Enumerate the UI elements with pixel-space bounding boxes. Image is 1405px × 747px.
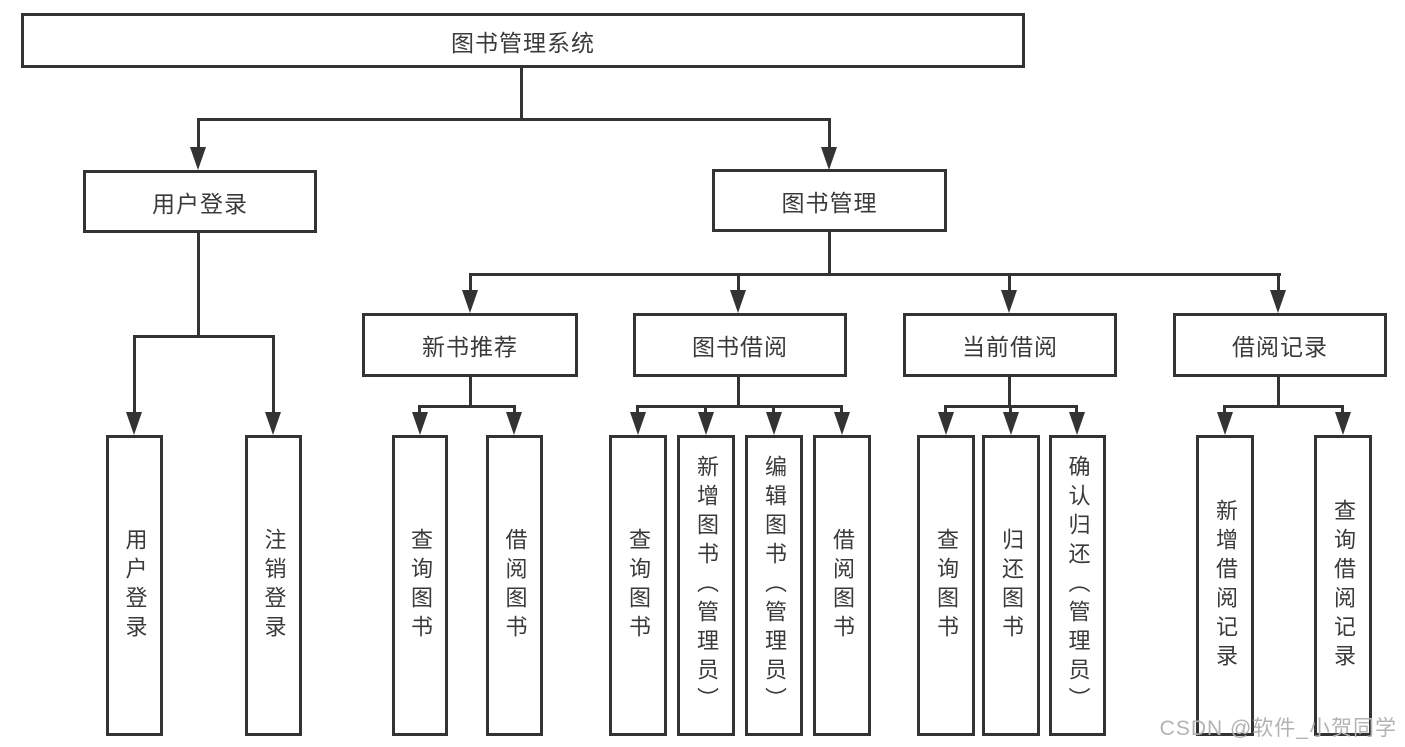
arrowhead-cb-search: [938, 412, 954, 435]
connector-shaft-nb-borrow: [513, 405, 516, 415]
leaf-bb-borrow-books-label: 借阅图书: [830, 527, 855, 644]
leaf-cb-confirm-return-admin: 确认归还（管理员）: [1049, 435, 1106, 736]
connector-shaft-bb-edit: [772, 405, 775, 415]
node-book-borrow-label: 图书借阅: [692, 334, 788, 360]
arrowhead-nb-borrow: [506, 412, 522, 435]
node-root: 图书管理系统: [21, 13, 1025, 68]
connector-shaft-nb-search: [418, 405, 421, 415]
connector-br-stub: [1277, 377, 1280, 408]
connector-shaft-bb-add: [704, 405, 707, 415]
leaf-bb-borrow-books: 借阅图书: [813, 435, 871, 736]
connector-shaft-bb-search: [636, 405, 639, 415]
node-new-book-recommend: 新书推荐: [362, 313, 578, 377]
leaf-bb-add-books-admin: 新增图书（管理员）: [677, 435, 735, 736]
connector-bb-horizontal: [636, 405, 843, 408]
connector-level3-horizontal: [469, 273, 1281, 276]
connector-shaft-bb-borrow: [840, 405, 843, 415]
connector-shaft-new-book-recommend: [469, 273, 472, 292]
leaf-cb-search-books-label: 查询图书: [934, 527, 959, 644]
leaf-nb-borrow-books-label: 借阅图书: [502, 527, 528, 644]
connector-shaft-br-search: [1341, 405, 1344, 415]
leaf-logout: 注销登录: [245, 435, 302, 736]
connector-bb-stub: [737, 377, 740, 408]
leaf-user-login: 用户登录: [106, 435, 163, 736]
connector-shaft-current-borrow: [1008, 273, 1011, 292]
leaf-bb-edit-books-admin-label: 编辑图书（管理员）: [762, 455, 787, 716]
connector-root-trunk: [520, 68, 523, 121]
connector-shaft-cb-confirm: [1075, 405, 1078, 415]
connector-user-login-horizontal: [133, 335, 275, 338]
leaf-br-add-record: 新增借阅记录: [1196, 435, 1254, 736]
arrowhead-user-login: [190, 147, 206, 170]
leaf-cb-confirm-return-admin-label: 确认归还（管理员）: [1065, 455, 1091, 716]
connector-shaft-br-add: [1223, 405, 1226, 415]
leaf-bb-add-books-admin-label: 新增图书（管理员）: [694, 455, 719, 716]
node-current-borrow: 当前借阅: [903, 313, 1117, 377]
node-book-management: 图书管理: [712, 169, 947, 232]
connector-shaft-borrow-records: [1277, 273, 1280, 292]
leaf-bb-edit-books-admin: 编辑图书（管理员）: [745, 435, 803, 736]
node-new-book-recommend-label: 新书推荐: [422, 334, 518, 360]
connector-shaft-cb-search: [944, 405, 947, 415]
node-root-label: 图书管理系统: [451, 29, 595, 56]
arrowhead-new-book-recommend: [462, 290, 478, 313]
node-current-borrow-label: 当前借阅: [962, 334, 1058, 360]
connector-level2-horizontal: [197, 118, 831, 121]
arrowhead-br-add: [1217, 412, 1233, 435]
leaf-br-add-record-label: 新增借阅记录: [1213, 498, 1238, 673]
connector-nb-horizontal: [419, 405, 516, 408]
connector-shaft-leaf-user-login: [133, 335, 136, 415]
leaf-nb-borrow-books: 借阅图书: [486, 435, 543, 736]
arrowhead-leaf-logout: [265, 412, 281, 435]
arrowhead-br-search: [1335, 412, 1351, 435]
leaf-nb-search-books-label: 查询图书: [408, 527, 433, 644]
leaf-bb-search-books-label: 查询图书: [626, 527, 651, 644]
leaf-cb-return-books-label: 归还图书: [999, 527, 1024, 644]
leaf-br-search-record-label: 查询借阅记录: [1331, 498, 1356, 673]
leaf-br-search-record: 查询借阅记录: [1314, 435, 1372, 736]
arrowhead-book-management: [821, 147, 837, 170]
node-book-management-label: 图书管理: [781, 189, 878, 216]
node-user-login: 用户登录: [83, 170, 317, 233]
arrowhead-bb-borrow: [834, 412, 850, 435]
arrowhead-book-borrow: [730, 290, 746, 313]
leaf-nb-search-books: 查询图书: [392, 435, 448, 736]
leaf-user-login-label: 用户登录: [122, 527, 148, 644]
csdn-watermark: CSDN @软件_小贺同学: [1159, 717, 1397, 740]
leaf-cb-search-books: 查询图书: [917, 435, 975, 736]
connector-br-horizontal: [1224, 405, 1344, 408]
arrowhead-cb-confirm: [1069, 412, 1085, 435]
connector-user-login-stub: [197, 233, 200, 335]
arrowhead-bb-add: [698, 412, 714, 435]
arrowhead-current-borrow: [1001, 290, 1017, 313]
connector-shaft-book-management: [828, 118, 831, 150]
arrowhead-bb-search: [630, 412, 646, 435]
leaf-bb-search-books: 查询图书: [609, 435, 667, 736]
arrowhead-bb-edit: [766, 412, 782, 435]
node-user-login-label: 用户登录: [152, 190, 248, 217]
arrowhead-borrow-records: [1270, 290, 1286, 313]
connector-shaft-user-login: [197, 118, 200, 150]
leaf-logout-label: 注销登录: [261, 527, 287, 644]
arrowhead-nb-search: [412, 412, 428, 435]
connector-cb-stub: [1008, 377, 1011, 408]
connector-nb-stub: [469, 377, 472, 408]
connector-book-management-stub: [828, 232, 831, 273]
connector-shaft-leaf-logout: [272, 335, 275, 415]
connector-shaft-cb-return: [1009, 405, 1012, 415]
arrowhead-cb-return: [1003, 412, 1019, 435]
leaf-cb-return-books: 归还图书: [982, 435, 1040, 736]
connector-shaft-book-borrow: [737, 273, 740, 292]
node-book-borrow: 图书借阅: [633, 313, 847, 377]
arrowhead-leaf-user-login: [126, 412, 142, 435]
node-borrow-records-label: 借阅记录: [1232, 334, 1328, 360]
node-borrow-records: 借阅记录: [1173, 313, 1387, 377]
